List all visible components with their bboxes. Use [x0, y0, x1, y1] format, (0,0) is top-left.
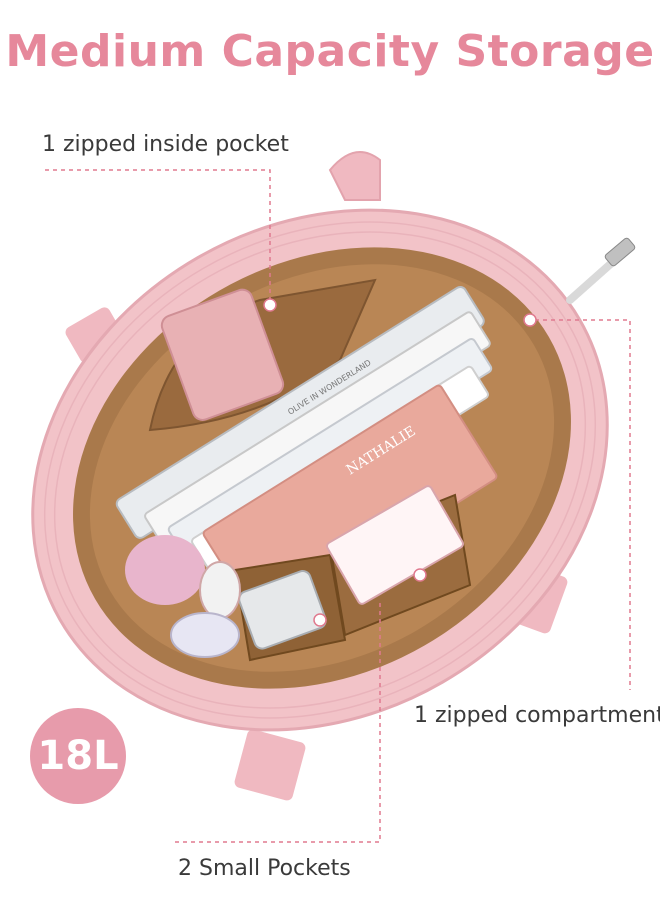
books-stack	[115, 285, 498, 626]
page-title: Medium Capacity Storage	[5, 26, 655, 77]
callout-compartment: 1 zipped compartment	[414, 703, 660, 728]
marker-inside-pocket	[263, 298, 277, 312]
corduroy-texture	[43, 221, 597, 719]
pink-item	[125, 535, 205, 605]
callout-lines	[45, 169, 631, 843]
zipper	[566, 256, 619, 304]
callout-inside-pocket: 1 zipped inside pocket	[42, 132, 289, 157]
bottom-handle	[234, 729, 306, 801]
perfume-bottle	[199, 561, 241, 619]
zipper-pull	[604, 237, 636, 267]
notebook	[326, 485, 464, 605]
marker-small-pocket-left	[313, 613, 327, 627]
marker-compartment	[523, 313, 537, 327]
compact-case	[170, 612, 240, 658]
phone	[238, 570, 327, 650]
marker-small-pocket-right	[413, 568, 427, 582]
capacity-badge: 18L	[30, 708, 126, 804]
top-handle	[328, 151, 381, 201]
wallet	[160, 288, 285, 421]
callout-small-pockets: 2 Small Pockets	[178, 856, 351, 881]
capacity-badge-label: 18L	[37, 733, 119, 779]
